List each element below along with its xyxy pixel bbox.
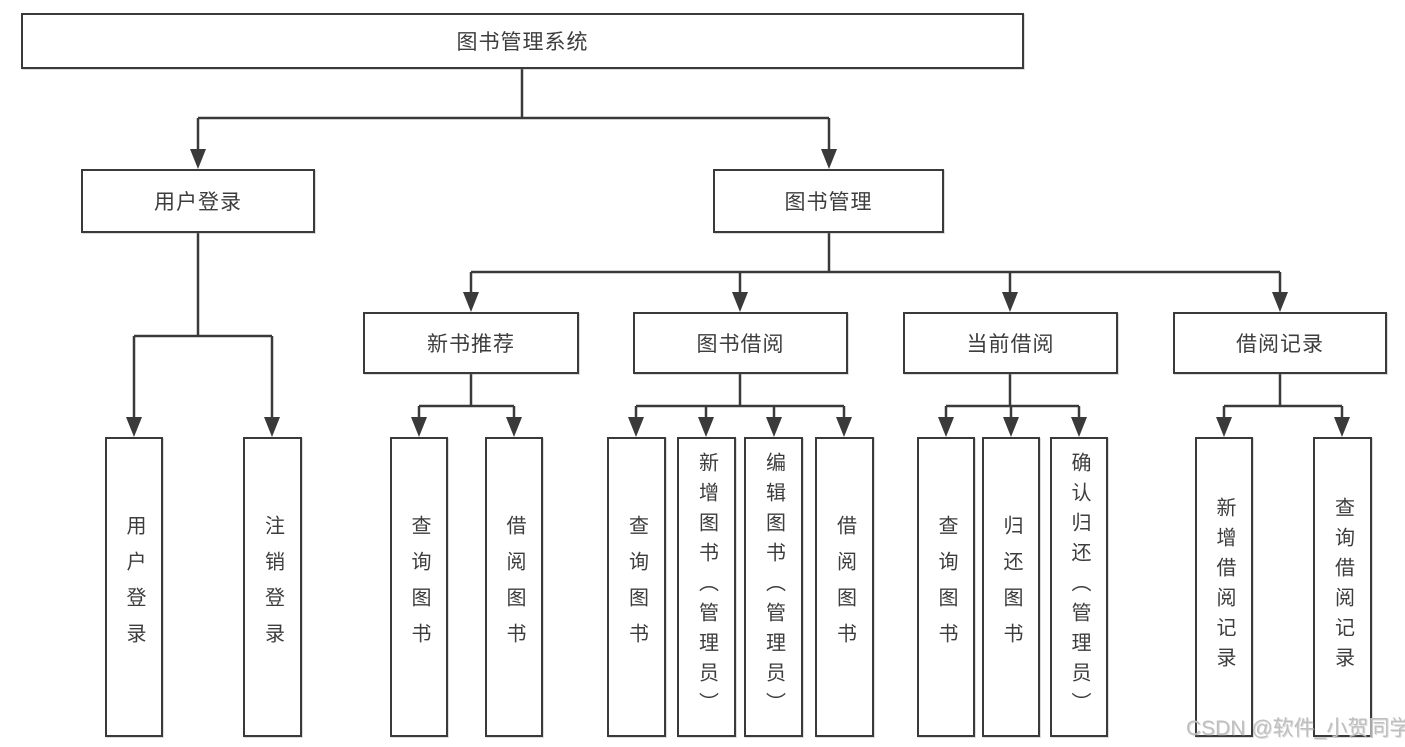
connector-book-mgmt-to-level3	[469, 233, 1282, 308]
leaf-edit-book-admin: 编辑图书（管理员）	[744, 437, 803, 737]
leaf-add-book-admin: 新增图书（管理员）	[677, 437, 736, 737]
connector-user-login-group	[132, 233, 274, 433]
leaf-query-book-1: 查询图书	[390, 437, 448, 737]
node-user-login: 用户登录	[81, 169, 315, 233]
leaf-borrow-book-2: 借阅图书	[815, 437, 874, 737]
connector-borrow-record-group	[1222, 374, 1344, 433]
leaf-confirm-return-admin: 确认归还（管理员）	[1050, 437, 1108, 737]
leaf-add-borrow-record: 新增借阅记录	[1195, 437, 1253, 737]
node-book-borrow: 图书借阅	[633, 312, 848, 374]
node-new-book-recommend: 新书推荐	[363, 312, 579, 374]
leaf-logout: 注销登录	[243, 437, 302, 737]
connector-new-book-group	[417, 374, 516, 433]
leaf-borrow-book-1: 借阅图书	[485, 437, 543, 737]
connector-root-to-level2	[196, 69, 831, 165]
leaf-query-borrow-record: 查询借阅记录	[1313, 437, 1372, 737]
connector-book-borrow-group	[634, 374, 846, 433]
node-library-system: 图书管理系统	[21, 13, 1024, 69]
node-current-borrow: 当前借阅	[903, 312, 1118, 374]
node-borrow-record: 借阅记录	[1173, 312, 1387, 374]
node-book-management: 图书管理	[713, 169, 944, 233]
leaf-query-book-3: 查询图书	[917, 437, 975, 737]
csdn-watermark: CSDN @软件_小贺同学	[1186, 717, 1405, 740]
connector-elbows	[132, 69, 1344, 433]
leaf-user-login: 用户登录	[105, 437, 163, 737]
arrowhead-icons	[126, 149, 1350, 437]
leaf-query-book-2: 查询图书	[607, 437, 666, 737]
leaf-return-book: 归还图书	[982, 437, 1040, 737]
